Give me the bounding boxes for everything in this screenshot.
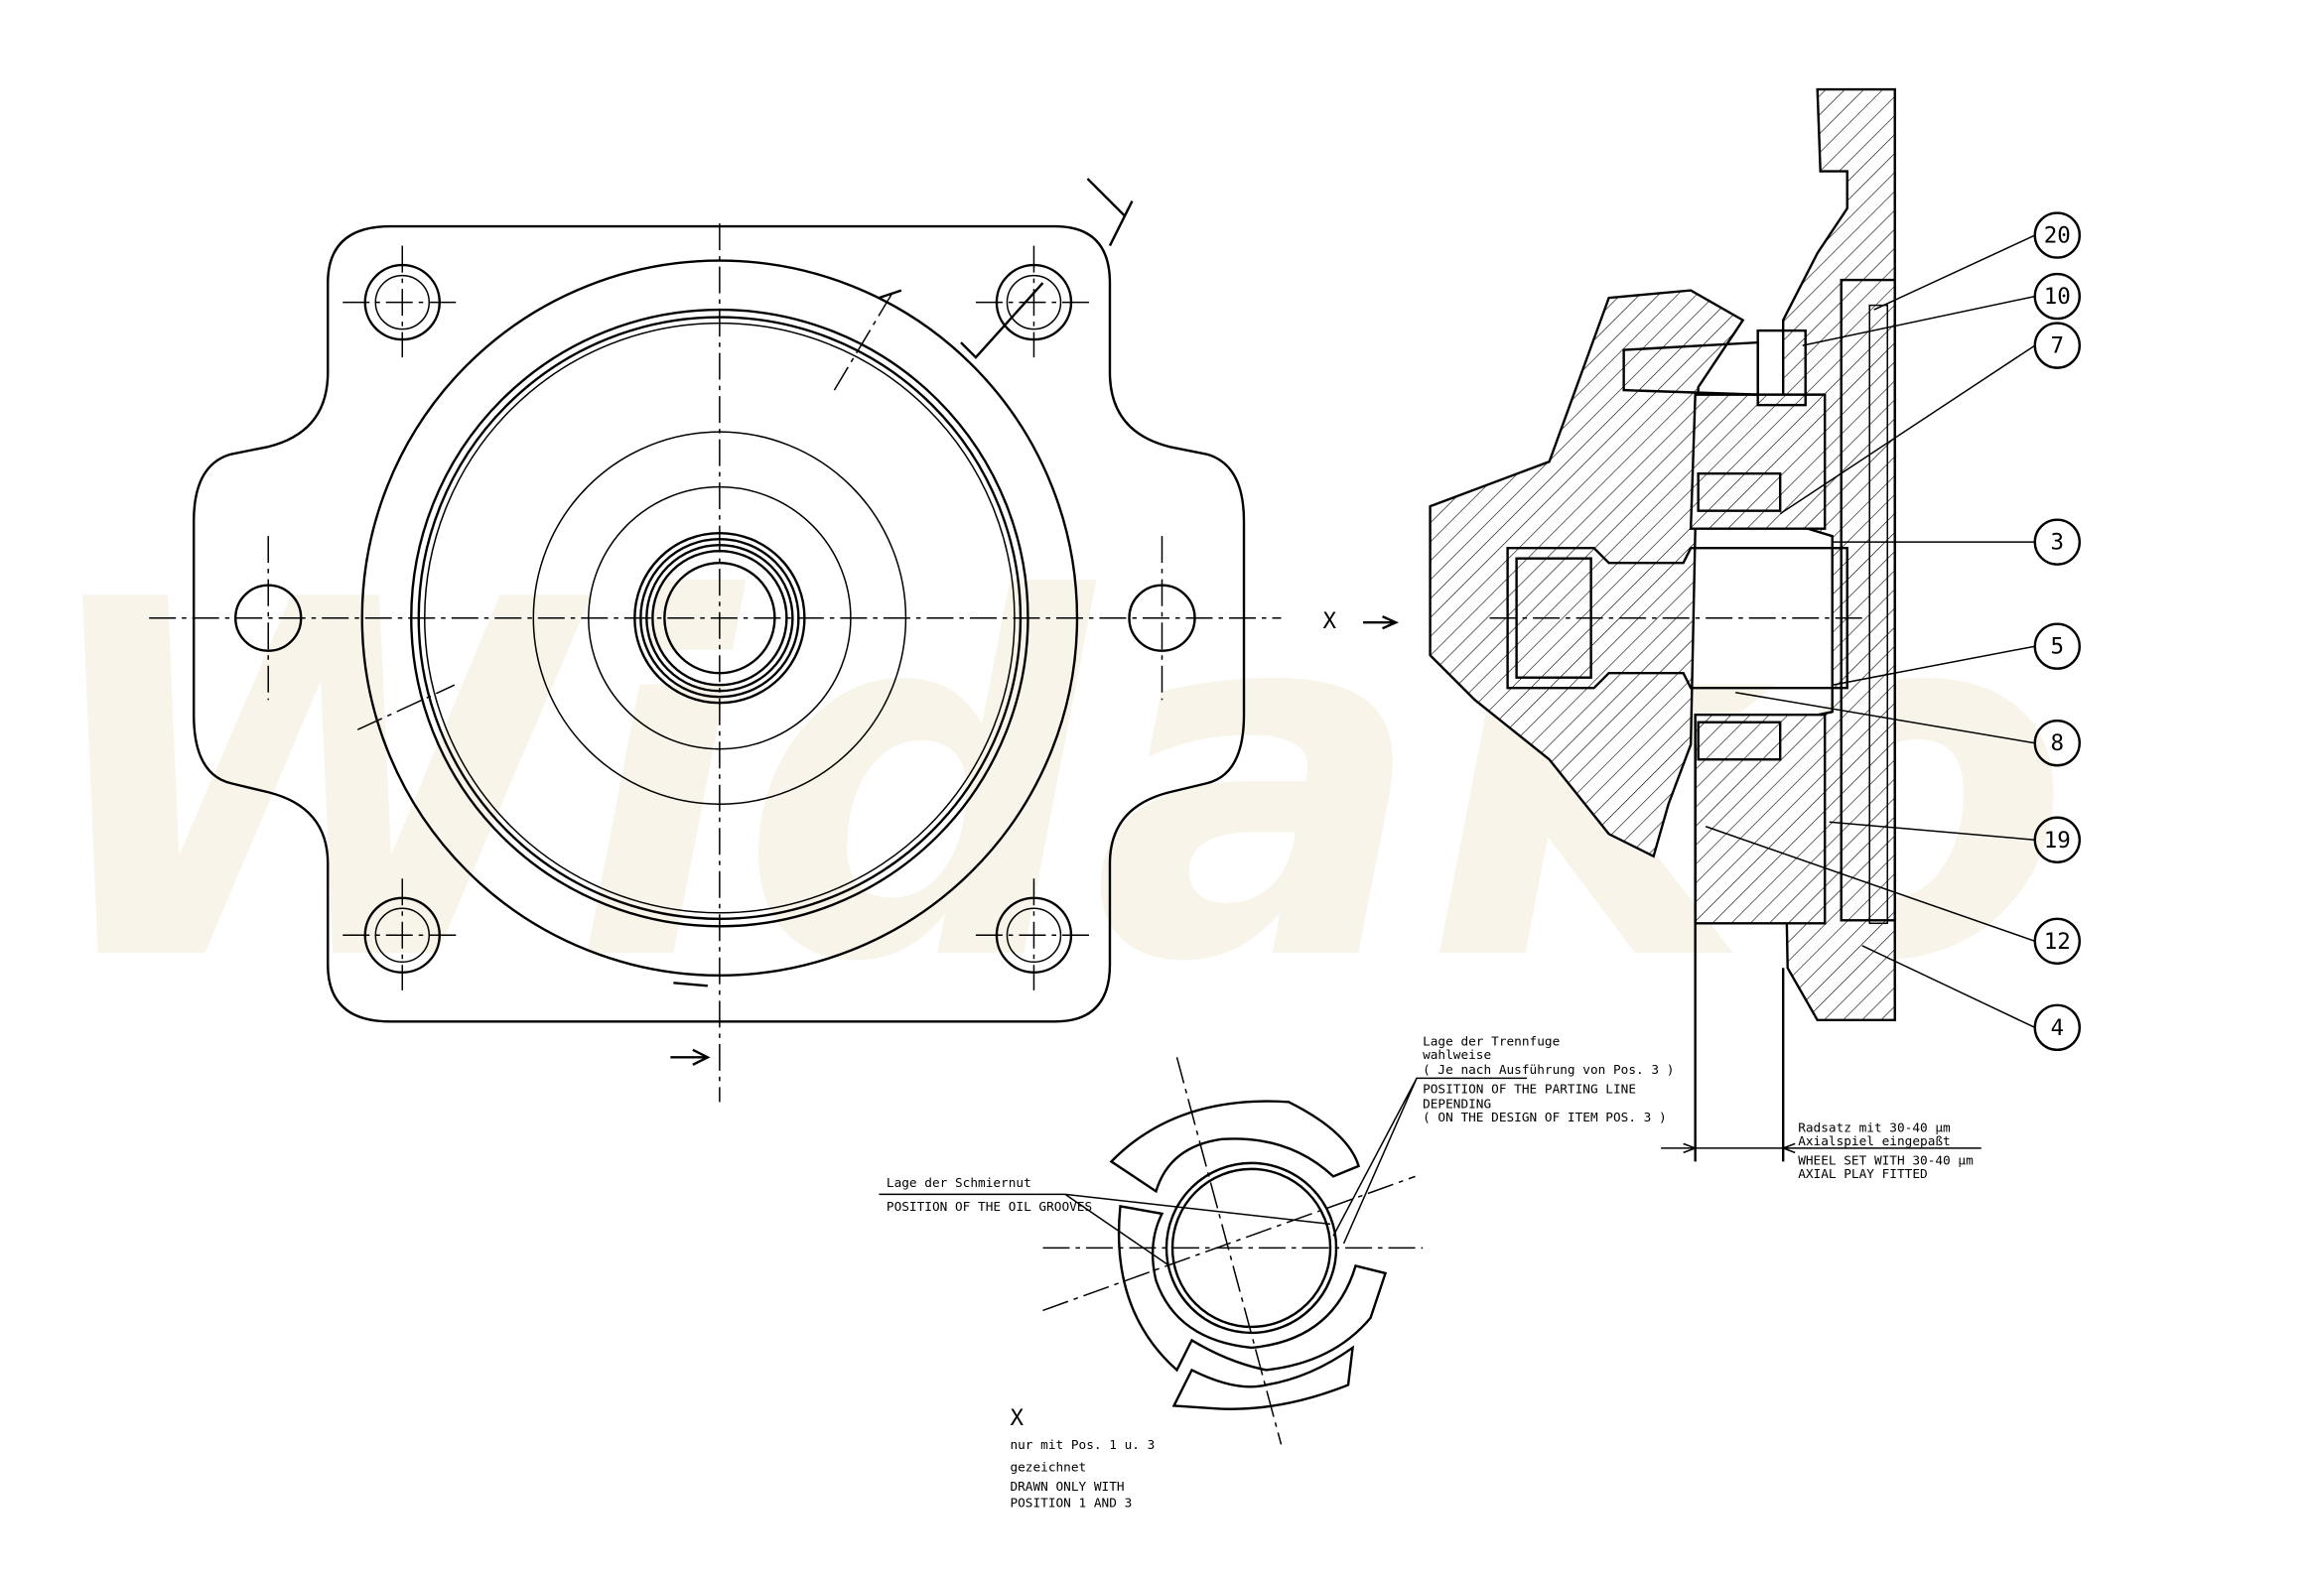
svg-text:Axialspiel eingepaßt: Axialspiel eingepaßt <box>1798 1134 1951 1149</box>
svg-text:3: 3 <box>2051 530 2065 556</box>
svg-text:POSITION 1 AND 3: POSITION 1 AND 3 <box>1010 1496 1132 1511</box>
svg-text:Radsatz mit 30-40 µm: Radsatz mit 30-40 µm <box>1798 1120 1951 1135</box>
svg-text:Lage der Schmiernut: Lage der Schmiernut <box>887 1176 1031 1191</box>
detail-x-title: X <box>1010 1405 1024 1431</box>
balloon-12: 12 <box>2033 917 2081 966</box>
svg-text:4: 4 <box>2051 1015 2065 1041</box>
balloon-4: 4 <box>2033 1003 2081 1052</box>
balloon-20: 20 <box>2033 211 2081 259</box>
svg-text:wahlweise: wahlweise <box>1423 1048 1491 1063</box>
bearing-section <box>1689 393 1827 530</box>
housing-section <box>1429 289 1745 858</box>
balloon-5: 5 <box>2033 622 2081 670</box>
svg-text:10: 10 <box>2044 284 2071 310</box>
svg-text:( Je nach Ausführung von Pos.: ( Je nach Ausführung von Pos. 3 ) <box>1423 1063 1674 1078</box>
bushing-outline <box>1109 1100 1361 1194</box>
svg-text:AXIAL PLAY FITTED: AXIAL PLAY FITTED <box>1798 1167 1928 1182</box>
svg-text:5: 5 <box>2051 634 2065 660</box>
axial-play-dimension: Radsatz mit 30-40 µm Axialspiel eingepaß… <box>1661 1120 1982 1182</box>
svg-text:DEPENDING: DEPENDING <box>1423 1097 1491 1112</box>
svg-text:Lage der Trennfuge: Lage der Trennfuge <box>1423 1034 1560 1049</box>
balloon-10: 10 <box>2033 272 2081 321</box>
front-view <box>149 178 1282 1103</box>
section-marker: X <box>1323 608 1337 634</box>
svg-text:nur mit Pos. 1 u. 3: nur mit Pos. 1 u. 3 <box>1010 1438 1155 1453</box>
svg-text:POSITION OF THE PARTING LINE: POSITION OF THE PARTING LINE <box>1423 1082 1636 1097</box>
detail-x: Lage der Schmiernut POSITION OF THE OIL … <box>879 1057 1424 1511</box>
svg-text:gezeichnet: gezeichnet <box>1010 1460 1086 1475</box>
svg-text:12: 12 <box>2044 929 2071 955</box>
svg-text:( ON THE DESIGN OF ITEM POS. 3: ( ON THE DESIGN OF ITEM POS. 3 ) <box>1423 1111 1667 1125</box>
balloons: 20 10 7 3 5 8 19 12 4 <box>1705 211 2081 1052</box>
svg-text:WHEEL SET WITH 30-40 µm: WHEEL SET WITH 30-40 µm <box>1798 1153 1974 1168</box>
svg-text:7: 7 <box>2051 333 2065 359</box>
balloon-7: 7 <box>2033 322 2081 369</box>
svg-text:20: 20 <box>2044 223 2071 249</box>
section-view: X 20 10 7 3 5 8 19 12 4 Radsatz mit 30-4… <box>1323 87 2081 1182</box>
parting-line-note: Lage der Trennfuge wahlweise ( Je nach A… <box>1332 1034 1674 1245</box>
balloon-3: 3 <box>2033 518 2081 566</box>
balloon-19: 19 <box>2033 816 2081 863</box>
svg-text:DRAWN ONLY WITH: DRAWN ONLY WITH <box>1010 1480 1124 1495</box>
flange-outline <box>192 224 1246 1023</box>
svg-text:19: 19 <box>2044 828 2071 854</box>
svg-text:8: 8 <box>2051 730 2065 756</box>
balloon-8: 8 <box>2033 720 2081 767</box>
svg-text:POSITION OF THE OIL GROOVES: POSITION OF THE OIL GROOVES <box>887 1200 1092 1215</box>
